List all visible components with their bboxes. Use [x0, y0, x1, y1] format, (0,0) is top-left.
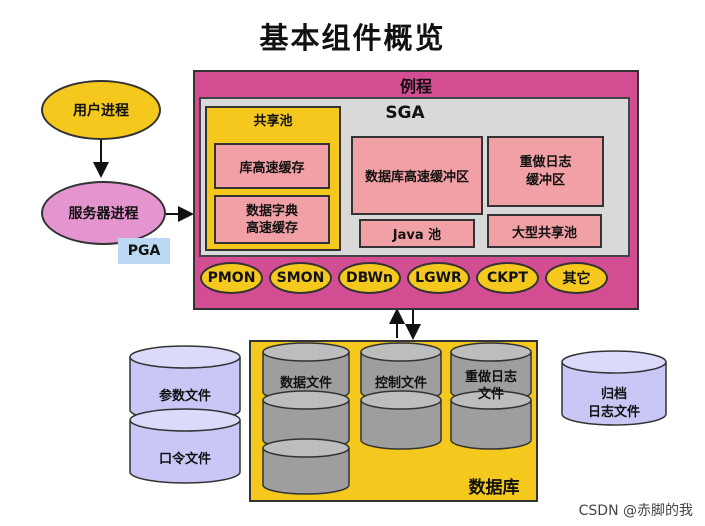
library-cache-label: 库高速缓存 [239, 160, 305, 176]
large-pool-label: 大型共享池 [511, 225, 577, 241]
redo-log-buffer-label-line1: 重做日志 [519, 154, 572, 170]
watermark: CSDN @赤脚的我 [578, 503, 693, 519]
user-process: 用户进程 [41, 80, 161, 140]
redo-log-files-label-line1: 重做日志 [464, 370, 517, 385]
other-process: 其它 [545, 262, 608, 294]
archived-log-files-label: 归档 日志文件 [562, 384, 666, 424]
pmon-process: PMON [200, 262, 263, 294]
instance-title: 例程 [399, 77, 432, 96]
ckpt-label: CKPT [487, 270, 528, 286]
other-process-label: 其它 [562, 271, 591, 287]
data-dictionary-cache-label-line1: 数据字典 [245, 203, 298, 219]
data-files-cylinder [262, 342, 350, 495]
archived-log-files-cylinder [561, 350, 667, 426]
dbwn-process: DBWn [338, 262, 401, 294]
database-buffer-cache-box: 数据库高速缓冲区 [351, 136, 483, 215]
data-dictionary-cache-box: 数据字典 高速缓存 [214, 195, 330, 244]
smon-process: SMON [269, 262, 332, 294]
archived-log-files-label-line1: 归档 [600, 387, 627, 402]
password-file-label: 口令文件 [158, 451, 211, 467]
redo-log-buffer-label-line2: 缓冲区 [525, 172, 565, 188]
redo-log-files-cylinder [450, 342, 532, 450]
large-pool-box: 大型共享池 [487, 214, 602, 248]
diagram-title: 基本组件概览 [259, 21, 446, 55]
sga-title: SGA [385, 103, 425, 123]
database-title: 数据库 [468, 477, 520, 498]
archived-log-files-label-line2: 日志文件 [587, 405, 640, 420]
user-process-label: 用户进程 [73, 103, 129, 119]
pmon-label: PMON [207, 270, 256, 286]
java-pool-label: Java 池 [392, 228, 442, 243]
dbwn-label: DBWn [346, 270, 393, 286]
data-dictionary-cache-label-line2: 高速缓存 [245, 220, 298, 236]
database-buffer-cache-label: 数据库高速缓冲区 [364, 170, 469, 185]
server-process: 服务器进程 [41, 181, 166, 245]
redo-log-files-label: 重做日志 文件 [451, 368, 531, 404]
lgwr-label: LGWR [415, 270, 462, 286]
ckpt-process: CKPT [476, 262, 539, 294]
password-file-cylinder [129, 408, 241, 484]
control-files-label: 控制文件 [374, 375, 427, 391]
shared-pool-title: 共享池 [253, 113, 293, 129]
data-files-label: 数据文件 [279, 375, 332, 391]
library-cache-box: 库高速缓存 [214, 143, 330, 189]
java-pool-box: Java 池 [359, 219, 475, 248]
redo-log-files-label-line2: 文件 [477, 387, 504, 402]
parameter-file-cylinder [129, 345, 241, 422]
control-files-cylinder [360, 342, 442, 450]
parameter-file-label: 参数文件 [158, 388, 211, 404]
server-process-label: 服务器进程 [68, 206, 139, 222]
lgwr-process: LGWR [407, 262, 470, 294]
pga-box: PGA [118, 238, 170, 264]
redo-log-buffer-box: 重做日志 缓冲区 [487, 136, 604, 207]
pga-label: PGA [127, 243, 161, 259]
smon-label: SMON [276, 270, 325, 286]
